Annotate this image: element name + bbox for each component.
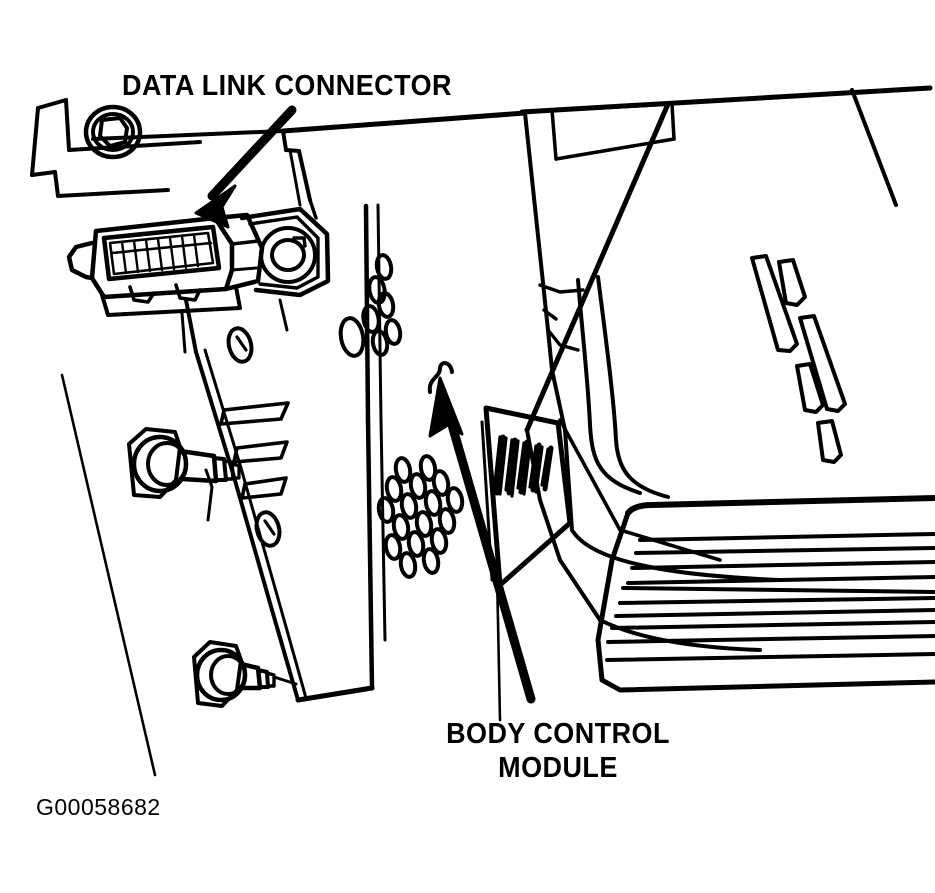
barcode-label	[480, 405, 573, 588]
kick-panel-edge	[60, 373, 157, 777]
body-control-module-label-line2: MODULE	[498, 752, 618, 784]
round-socket-connector	[239, 198, 331, 332]
panel-slot-group	[219, 401, 290, 500]
ribbed-sill-plate	[595, 495, 935, 693]
vent-hole-cluster-lower	[376, 454, 465, 579]
dash-lower-edge	[91, 110, 528, 207]
hex-socket-bolt	[83, 104, 143, 160]
vent-hole-cluster-upper	[338, 253, 403, 358]
figure-code-label: G00058682	[36, 794, 161, 820]
right-trim-contours	[525, 275, 782, 652]
upper-mounting-stud	[127, 427, 241, 522]
bcm-squiggle-marker	[427, 361, 454, 394]
panel-side-ovals	[226, 326, 282, 548]
upper-trim-structure	[519, 85, 933, 433]
lower-mounting-stud	[192, 640, 298, 708]
data-link-connector-label: DATA LINK CONNECTOR	[122, 70, 452, 102]
body-control-module-label-line1: BODY CONTROL	[446, 718, 670, 750]
body-control-module-leader[interactable]	[428, 376, 536, 722]
body-control-module-panel	[184, 203, 387, 703]
louver-slot-group	[750, 254, 847, 464]
data-link-connector-leader[interactable]	[194, 105, 297, 229]
